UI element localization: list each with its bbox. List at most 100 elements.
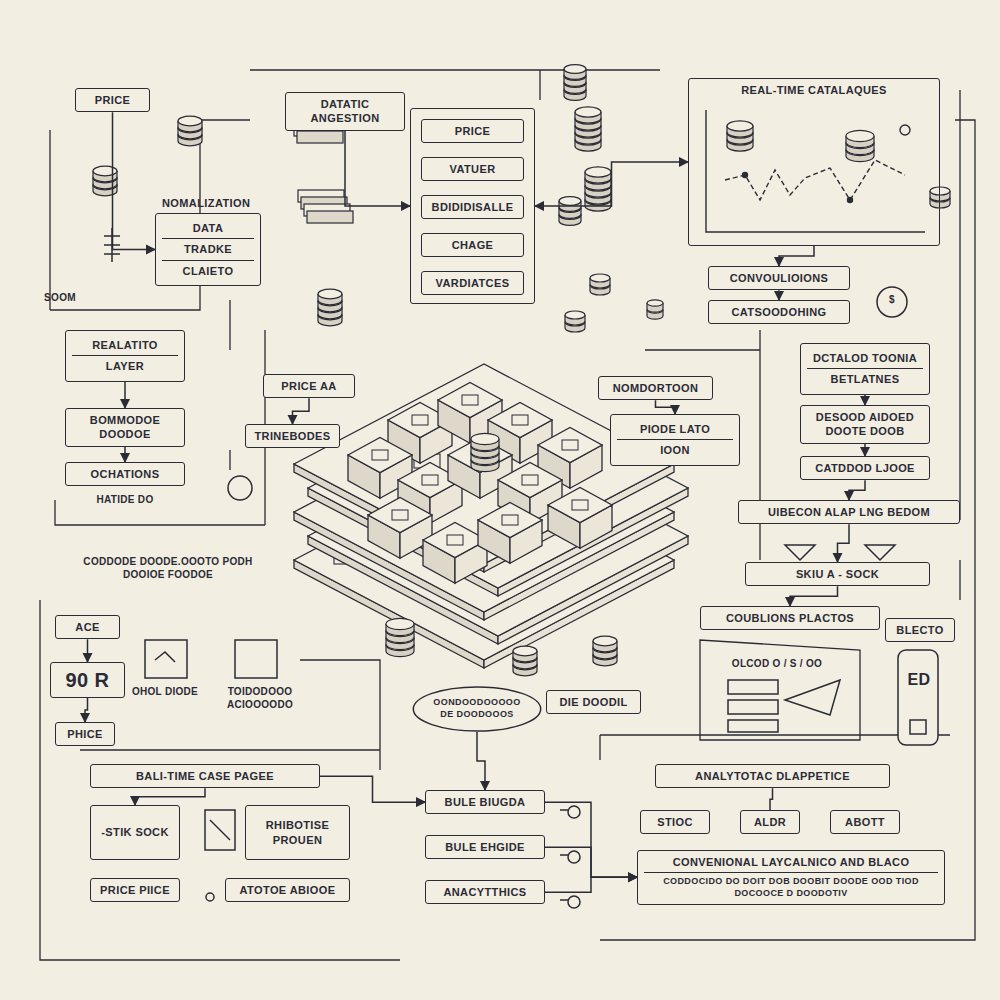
process-box: BULE BIUGDA <box>425 790 545 814</box>
connector <box>535 162 688 206</box>
bill <box>297 131 343 143</box>
coin-top <box>647 300 663 306</box>
process-box: PRICE AA <box>263 374 355 398</box>
wire <box>229 300 230 470</box>
box-label: ATOTOE ABIOOE <box>232 883 343 897</box>
list-item-box: VATUER <box>421 157 524 181</box>
monitor-icon <box>235 640 277 678</box>
box-label: BULE EHGIDE <box>432 840 538 854</box>
wire <box>55 330 265 525</box>
battery-cap <box>910 720 926 734</box>
process-box: -STIK SOCK <box>90 805 180 860</box>
connector <box>545 847 637 877</box>
chart-line <box>725 160 905 200</box>
cube-mark <box>572 500 588 510</box>
process-box: CATDDOD LJOOE <box>800 456 930 480</box>
process-box: PIODE LATOIOON <box>610 414 740 466</box>
coin-top <box>575 107 601 117</box>
connector <box>124 382 126 408</box>
cube-mark <box>447 535 463 545</box>
box-label: COUBLIONS PLACTOS <box>707 611 873 625</box>
box-label: SKIU A - SOCK <box>752 567 923 581</box>
note-label: HATIDE DO <box>80 494 170 507</box>
central-stack <box>294 364 688 668</box>
field <box>728 700 778 714</box>
cube-top <box>538 427 602 462</box>
coin-top <box>930 187 950 195</box>
box-label: BULE BIUGDA <box>432 795 538 809</box>
catalogue-chart <box>706 110 925 232</box>
document-mark <box>210 820 230 840</box>
list-item-box: BDIDIDISALLE <box>421 195 524 219</box>
connector <box>345 131 410 206</box>
process-box: DESOOD AIDOED DOOTE DOOB <box>800 405 930 444</box>
process-box: PHICE <box>55 722 115 746</box>
process-box: OCHATIONS <box>65 462 185 486</box>
process-box: DIE DOODIL <box>546 690 641 714</box>
box-heading: DCTALOD TOONIA <box>807 348 923 369</box>
coin-top <box>846 130 874 141</box>
wire <box>40 600 400 960</box>
connector <box>779 246 814 266</box>
connector <box>135 788 205 805</box>
box-label: UIBECON ALAP LNG BEDOM <box>745 505 953 519</box>
process-box: PRICE PIICE <box>90 878 180 902</box>
field <box>728 720 778 732</box>
coin-top <box>513 646 537 656</box>
box-label: VATUER <box>428 162 517 176</box>
coin-top <box>727 121 753 131</box>
cube-mark <box>522 475 538 485</box>
monitor-mark <box>155 652 175 662</box>
pin-icon <box>228 476 252 500</box>
port <box>568 896 580 908</box>
cube-mark <box>422 475 438 485</box>
box-label: TRADKE <box>162 239 254 260</box>
connector <box>320 776 425 802</box>
process-box: 90 R <box>50 662 125 698</box>
connector <box>656 400 676 414</box>
coin-top <box>471 433 499 444</box>
process-box: REALATITOLAYER <box>65 330 185 382</box>
list-item-box: CHAGE <box>421 233 524 257</box>
cube-mark <box>392 510 408 520</box>
connector <box>113 112 156 249</box>
box-label: PRICE AA <box>270 379 348 393</box>
box-label: CONVOULIOIONS <box>715 271 843 285</box>
note-label: TOIDODOOO ACIOOOODO <box>215 686 305 711</box>
box-label: PRICE PIICE <box>97 883 173 897</box>
cube-mark <box>512 415 528 425</box>
bill <box>307 211 353 223</box>
box-label: BLECTO <box>892 623 948 637</box>
box-label: DIE DOODIL <box>553 695 634 709</box>
cube-top <box>498 462 562 497</box>
box-label: 90 R <box>57 667 118 693</box>
note-label: OHOL DIODE <box>130 686 200 699</box>
box-label: BDIDIDISALLE <box>428 200 517 214</box>
box-label: BETLATNES <box>807 369 923 389</box>
battery-symbol <box>898 650 938 745</box>
port <box>568 851 580 863</box>
note-label: SOOM <box>40 292 80 305</box>
box-label: NOMDORTOON <box>605 381 706 395</box>
box-label: RHIBOTISE PROUEN <box>252 818 343 847</box>
symbols <box>104 228 938 908</box>
currency-symbol: $ <box>884 294 900 307</box>
connector <box>838 524 850 562</box>
box-label: VARDIATCES <box>428 276 517 290</box>
box-label: PRICE <box>428 124 517 138</box>
coin-top <box>178 116 202 126</box>
coin-top <box>93 166 117 176</box>
process-box: BULE EHGIDE <box>425 835 545 859</box>
box-label: CATSOODOHING <box>715 305 843 319</box>
coin-top <box>590 274 610 282</box>
process-box: BALI-TIME CASE PAGEE <box>90 764 320 788</box>
coin-top <box>593 636 617 646</box>
connector <box>85 698 88 722</box>
process-box: PRICE <box>75 88 150 112</box>
funnel-icons <box>785 545 895 560</box>
box-label: ALDR <box>747 815 793 829</box>
box-label: PHICE <box>62 727 108 741</box>
process-box: CONVENIONAL LAYCALNICO AND BLACOCODDOCID… <box>637 850 945 905</box>
note-label: OLCOD O / S / OO <box>712 658 842 671</box>
